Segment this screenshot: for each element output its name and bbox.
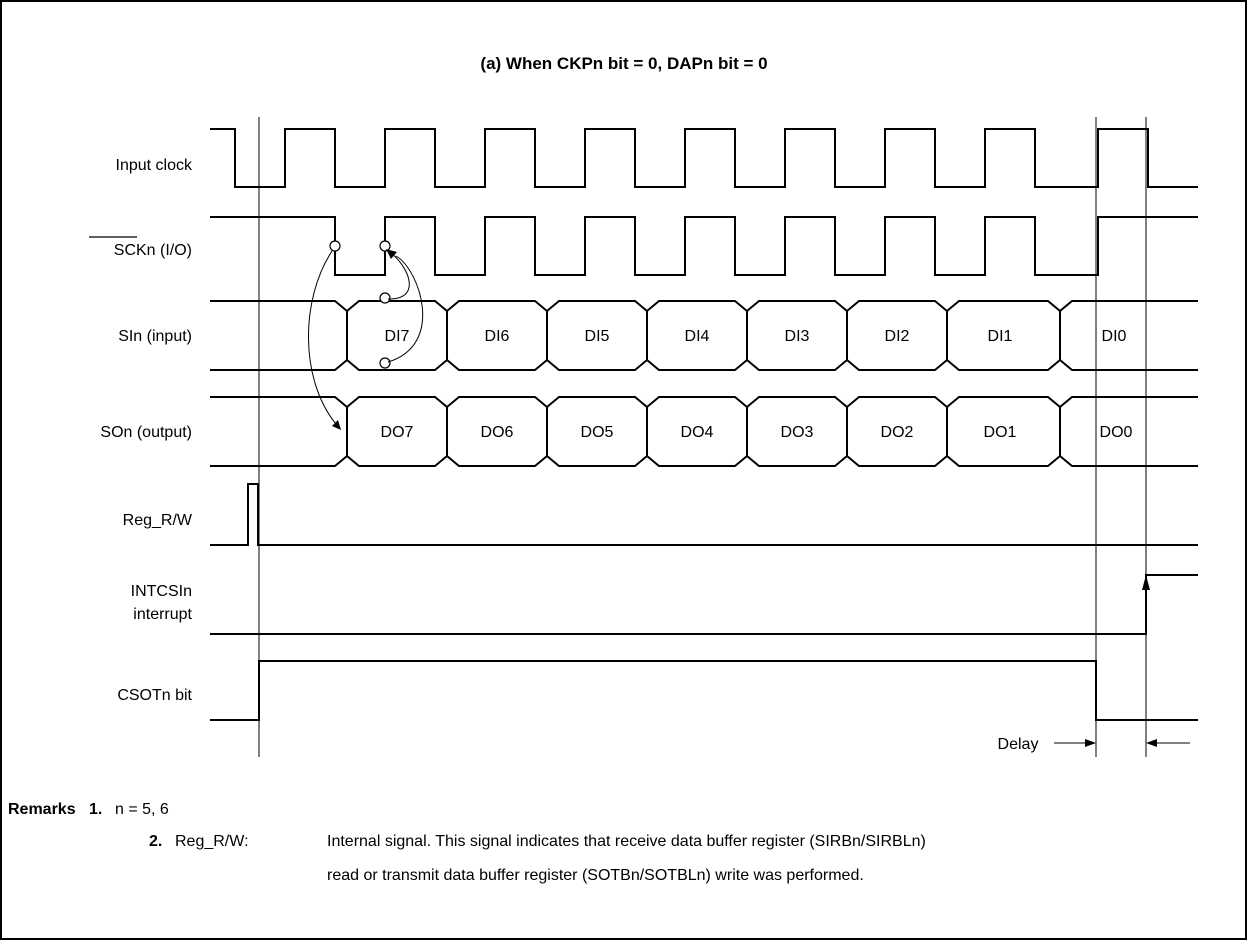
remarks-section: Remarks 1. n = 5, 6 2. Reg_R/W: Internal…	[8, 797, 1228, 889]
son-cell-2: DO5	[581, 424, 614, 441]
sin-cell-0: DI7	[385, 328, 410, 345]
label-input-clock: Input clock	[116, 157, 193, 174]
input-clock-waveform	[210, 128, 1198, 188]
reg-rw-waveform	[210, 483, 1198, 546]
son-cell-5: DO2	[881, 424, 914, 441]
diagram-title: (a) When CKPn bit = 0, DAPn bit = 0	[480, 54, 767, 73]
remark-row-1: Remarks 1. n = 5, 6	[8, 797, 1228, 823]
sin-cell-1: DI6	[485, 328, 510, 345]
son-cell-6: DO1	[984, 424, 1017, 441]
label-intcsi-2: interrupt	[133, 606, 192, 623]
remark-1-text: n = 5, 6	[115, 801, 169, 818]
label-sck: SCKn (I/O)	[114, 242, 192, 259]
sin-cell-4: DI3	[785, 328, 810, 345]
remark-1-number: 1.	[89, 801, 103, 818]
remark-2-key: Reg_R/W:	[175, 833, 249, 850]
sin-cell-7: DI0	[1102, 328, 1127, 345]
label-son: SOn (output)	[100, 424, 192, 441]
son-cell-1: DO6	[481, 424, 514, 441]
remark-2-line-1: Internal signal. This signal indicates t…	[327, 833, 926, 850]
sin-cell-3: DI4	[685, 328, 710, 345]
remark-2-number: 2.	[149, 833, 163, 850]
label-csot: CSOTn bit	[117, 687, 192, 704]
son-bus	[210, 396, 1198, 467]
sck-waveform	[210, 216, 1198, 276]
delay-label: Delay	[998, 736, 1039, 753]
label-reg-rw: Reg_R/W	[123, 512, 193, 529]
csot-waveform	[210, 660, 1198, 721]
remark-row-3: read or transmit data buffer register (S…	[8, 863, 1228, 889]
son-cell-4: DO3	[781, 424, 814, 441]
sin-cell-2: DI5	[585, 328, 610, 345]
label-intcsi-1: INTCSIn	[131, 583, 192, 600]
causality-arrow-sck-to-son	[308, 240, 341, 430]
label-sin: SIn (input)	[118, 328, 192, 345]
delay-arrows	[1054, 739, 1190, 747]
remark-2-line-2: read or transmit data buffer register (S…	[327, 867, 864, 884]
sin-cell-5: DI2	[885, 328, 910, 345]
remarks-heading: Remarks	[8, 801, 76, 818]
remark-row-2: 2. Reg_R/W: Internal signal. This signal…	[8, 829, 1228, 855]
son-cell-7: DO0	[1100, 424, 1133, 441]
intcsi-arrowhead	[1142, 575, 1150, 590]
causality-arrow-sin-to-sck	[379, 240, 424, 369]
sin-bus	[210, 300, 1198, 371]
intcsi-waveform	[210, 574, 1198, 635]
sin-cell-6: DI1	[988, 328, 1013, 345]
son-cell-0: DO7	[381, 424, 414, 441]
son-cell-3: DO4	[681, 424, 714, 441]
